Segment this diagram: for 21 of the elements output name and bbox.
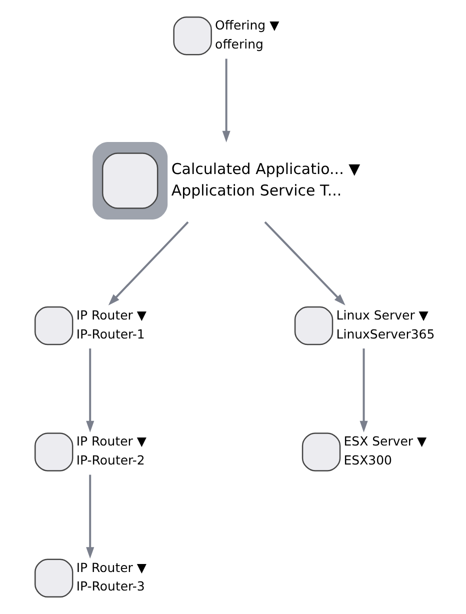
arrow: [264, 221, 345, 306]
arrow: [108, 221, 188, 306]
node-label: offering: [214, 36, 263, 52]
node-label: IP Router ▼: [76, 560, 146, 575]
node-label: IP-Router-1: [76, 326, 144, 342]
node-label: Offering ▼: [214, 18, 279, 33]
node-label: IP-Router-2: [76, 452, 144, 468]
node-label: ESX Server ▼: [343, 434, 426, 449]
node-label: IP Router ▼: [76, 434, 146, 449]
arrow: [359, 348, 368, 432]
node-label: IP-Router-3: [76, 578, 144, 594]
arrow: [86, 474, 94, 559]
node-label: Application Service T...: [170, 181, 342, 200]
node-label: IP Router ▼: [76, 307, 146, 322]
node-label: LinuxServer365: [336, 326, 434, 342]
node-box: [92, 142, 168, 220]
node-label: Calculated Applicatio... ▼: [170, 160, 360, 178]
node-label: Linux Server ▼: [336, 307, 428, 322]
arrow: [222, 58, 230, 142]
arrow: [86, 348, 94, 432]
node-label: ESX300: [343, 452, 392, 468]
